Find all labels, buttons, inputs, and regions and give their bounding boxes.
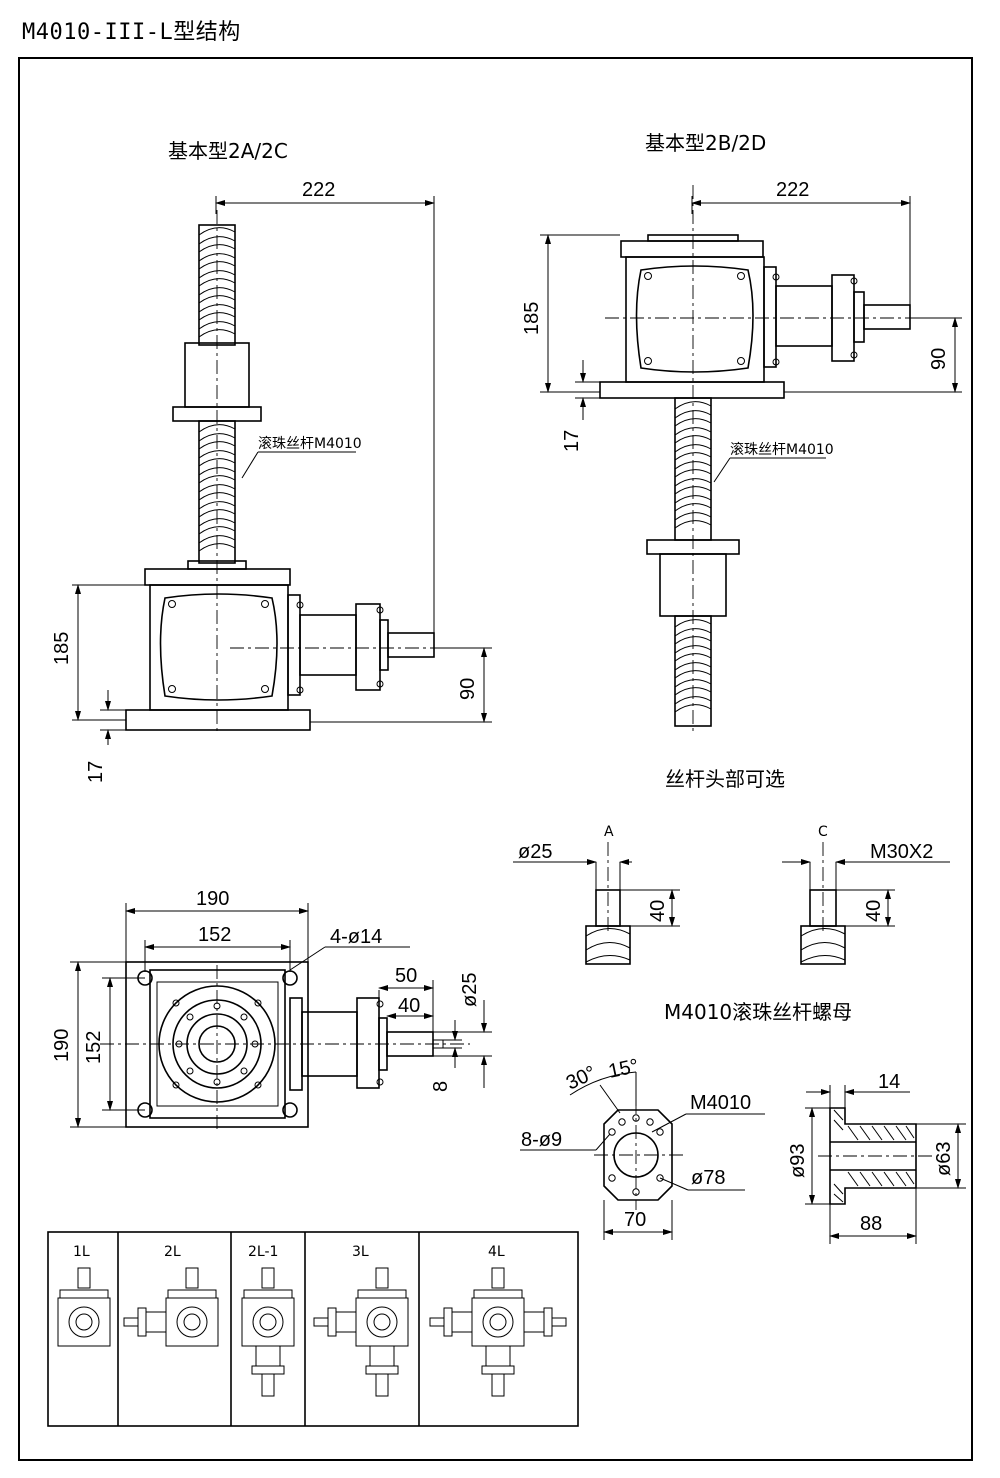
dim-plan-50: 50 bbox=[395, 965, 417, 987]
dim-left-17: 17 bbox=[85, 761, 107, 783]
dim-plan-190-top: 190 bbox=[196, 888, 229, 910]
ballscrew-right-lower bbox=[674, 615, 712, 727]
left-view-2a-2c: 基本型2A/2C 222 滚珠丝杆M4010 bbox=[51, 139, 492, 783]
right-view-2b-2d: 基本型2B/2D 222 bbox=[521, 131, 962, 735]
config-thumb-1l bbox=[57, 1267, 111, 1347]
nut-title: M4010滚珠丝杆螺母 bbox=[664, 1000, 852, 1024]
input-shaft-right bbox=[863, 304, 911, 330]
dim-opt-a-40: 40 bbox=[647, 900, 669, 922]
dim-plan-25: ø25 bbox=[459, 973, 481, 1007]
dim-left-222: 222 bbox=[302, 179, 335, 201]
dim-opt-c-40: 40 bbox=[863, 900, 885, 922]
dim-nut-30: 30° bbox=[563, 1062, 600, 1095]
dim-right-222: 222 bbox=[776, 179, 809, 201]
dim-opt-c-thread: M30X2 bbox=[870, 841, 933, 863]
dim-left-90: 90 bbox=[457, 678, 479, 700]
input-shaft bbox=[387, 632, 435, 658]
ballscrew-nut-detail: M4010滚珠丝杆螺母 30° 15° M4010 8-ø9 ø78 bbox=[520, 1000, 966, 1244]
dim-right-17: 17 bbox=[561, 430, 583, 452]
dim-plan-8: 8 bbox=[430, 1081, 452, 1092]
config-header-1l: 1L bbox=[73, 1244, 90, 1260]
dim-nut-93: ø93 bbox=[787, 1144, 809, 1178]
dim-plan-holes: 4-ø14 bbox=[330, 926, 382, 948]
ballscrew-label-left: 滚珠丝杆M4010 bbox=[258, 435, 362, 452]
config-thumb-2l-1 bbox=[241, 1267, 295, 1397]
plan-input-flange bbox=[356, 997, 380, 1089]
gearbox-base-right bbox=[599, 381, 785, 399]
dim-right-185: 185 bbox=[521, 302, 543, 335]
page-title: M4010-III-L型结构 bbox=[22, 20, 241, 45]
option-c-label: C bbox=[818, 824, 828, 840]
dim-nut-78: ø78 bbox=[691, 1167, 725, 1189]
screw-head-options: 丝杆头部可选 A ø25 40 C M30X2 40 bbox=[513, 767, 950, 965]
dim-right-90: 90 bbox=[928, 348, 950, 370]
dim-plan-152-top: 152 bbox=[198, 924, 231, 946]
config-thumb-2l bbox=[123, 1267, 219, 1347]
dim-opt-a-dia: ø25 bbox=[518, 841, 552, 863]
dim-plan-190-side: 190 bbox=[51, 1029, 73, 1062]
dim-nut-63: ø63 bbox=[933, 1142, 955, 1176]
gearbox-base bbox=[125, 709, 311, 731]
dim-nut-88: 88 bbox=[860, 1213, 882, 1235]
dim-plan-40: 40 bbox=[398, 995, 420, 1017]
option-a-label: A bbox=[604, 824, 614, 840]
config-thumb-3l bbox=[313, 1267, 409, 1397]
config-header-2l: 2L bbox=[164, 1244, 181, 1260]
config-header-2l-1: 2L-1 bbox=[248, 1244, 278, 1260]
config-header-4l: 4L bbox=[488, 1244, 505, 1260]
right-view-title: 基本型2B/2D bbox=[645, 131, 766, 155]
configuration-table: 1L 2L 2L-1 3L 4L bbox=[47, 1231, 579, 1427]
gearbox-top-plate bbox=[144, 568, 291, 586]
config-header-3l: 3L bbox=[352, 1244, 369, 1260]
gearbox-top-plate-right bbox=[620, 240, 764, 258]
input-flange bbox=[355, 603, 381, 691]
dim-nut-14: 14 bbox=[878, 1071, 900, 1093]
config-thumb-4l bbox=[429, 1267, 567, 1397]
drawing-frame bbox=[18, 57, 973, 1461]
dim-nut-m4010: M4010 bbox=[690, 1092, 751, 1114]
nut-front-view bbox=[603, 1109, 673, 1201]
dim-plan-152-side: 152 bbox=[83, 1031, 105, 1064]
head-options-title: 丝杆头部可选 bbox=[665, 767, 785, 791]
dim-nut-70: 70 bbox=[624, 1209, 646, 1231]
dim-left-185: 185 bbox=[51, 632, 73, 665]
plan-view: 190 152 4-ø14 bbox=[51, 888, 492, 1130]
left-view-title: 基本型2A/2C bbox=[168, 139, 288, 163]
ballscrew-label-right: 滚珠丝杆M4010 bbox=[730, 441, 834, 458]
dim-nut-holes: 8-ø9 bbox=[521, 1129, 562, 1151]
